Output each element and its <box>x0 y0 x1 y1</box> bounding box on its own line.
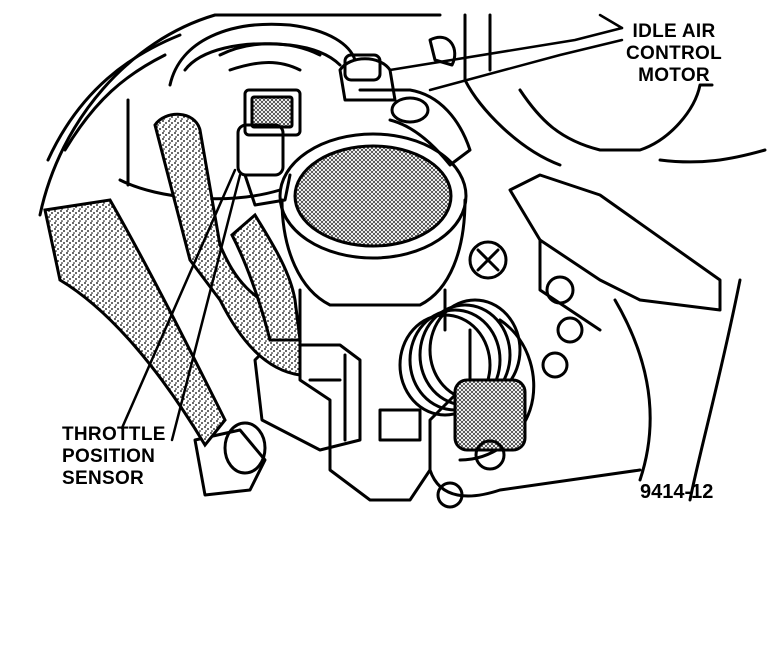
idle-air-control-motor <box>338 36 472 167</box>
idle-air-control-motor-label: IDLE AIR CONTROL MOTOR <box>626 21 722 87</box>
throttle-body-casting <box>298 328 472 502</box>
leader-line-tps-2 <box>120 168 237 430</box>
hose-clamp <box>453 378 527 452</box>
wiring-harness <box>168 22 357 87</box>
coolant-hose-right <box>230 212 302 342</box>
throttle-position-sensor <box>236 88 302 207</box>
engine-bay-outline <box>38 13 442 217</box>
coolant-hose-lower <box>43 198 227 448</box>
label-line: SENSOR <box>62 468 145 489</box>
air-intake-screen <box>293 144 453 248</box>
throttle-position-sensor-label: THROTTLE POSITION SENSOR <box>62 424 166 490</box>
label-line: THROTTLE <box>62 424 166 445</box>
figure-number: 9414-12 <box>640 481 714 503</box>
hose-fitting <box>193 428 267 497</box>
air-intake-rim <box>278 132 468 260</box>
label-line: POSITION <box>62 446 156 467</box>
leader-line-iac-1 <box>388 26 624 72</box>
label-line: MOTOR <box>638 65 710 86</box>
label-line: IDLE AIR <box>632 21 716 42</box>
label-line: CONTROL <box>626 43 723 64</box>
leader-line-tps-1 <box>170 173 242 442</box>
leader-line-iac-2 <box>428 38 624 92</box>
